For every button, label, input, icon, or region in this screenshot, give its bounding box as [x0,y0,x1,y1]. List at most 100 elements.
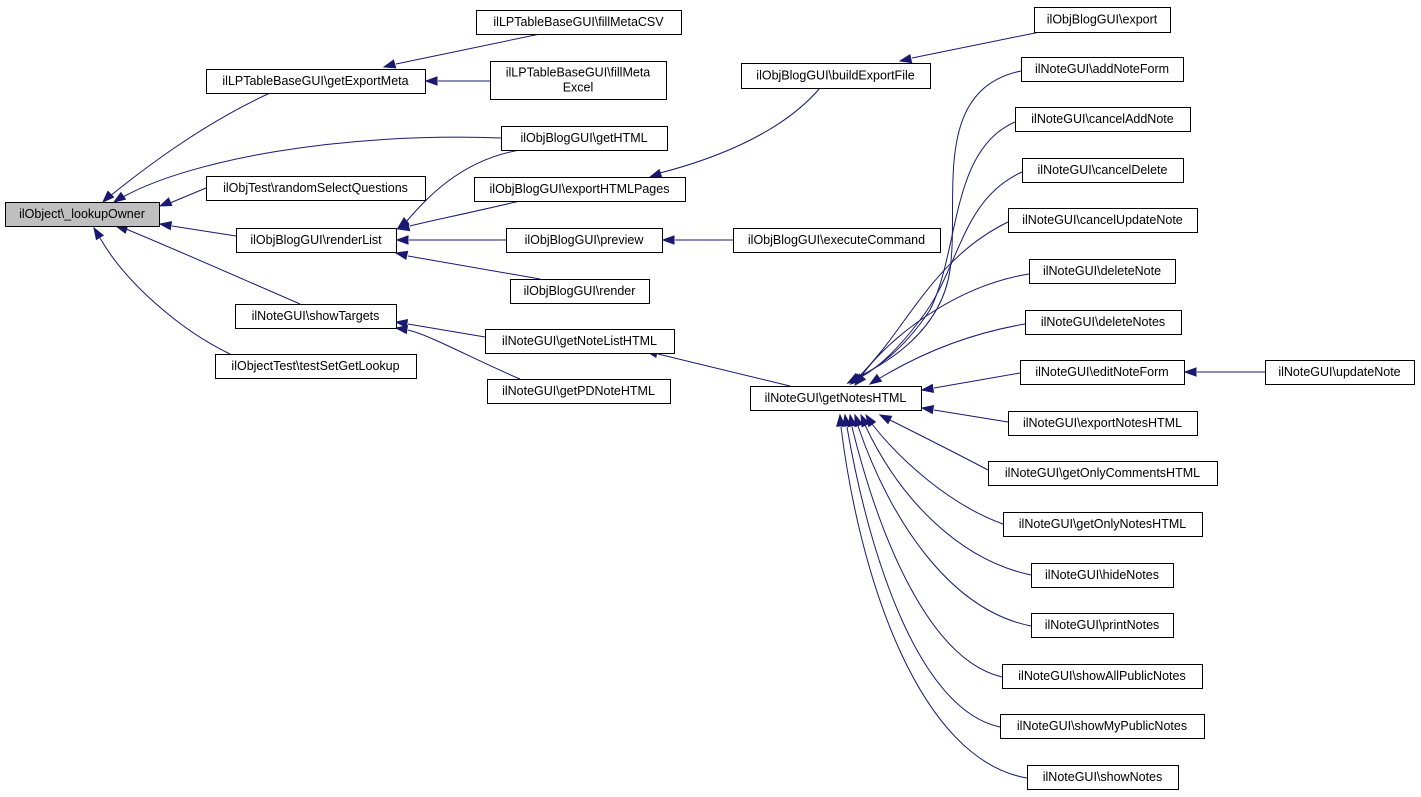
node-label: ilNoteGUI\getNotesHTML [765,391,907,405]
edge-preview-to-render-list [395,235,506,245]
node-box [487,379,671,404]
node-show-targets[interactable]: ilNoteGUI\showTargets [235,304,397,329]
edge-show-notes-to-get-notes-html [836,413,1028,779]
edge-edit-note-form-to-get-notes-html [920,372,1021,394]
arrowhead [854,413,864,428]
node-label: ilNoteGUI\hideNotes [1045,568,1159,582]
edge-line [851,426,1003,678]
arrowhead [648,168,663,178]
node-preview[interactable]: ilObjBlogGUI\preview [506,228,663,253]
node-get-note-list-html[interactable]: ilNoteGUI\getNoteListHTML [485,329,675,354]
node-add-note-form[interactable]: ilNoteGUI\addNoteForm [1021,57,1184,82]
node-build-export-file[interactable]: ilObjBlogGUI\buildExportFile [741,63,931,89]
node-box [501,126,668,151]
node-edit-note-form[interactable]: ilNoteGUI\editNoteForm [1020,360,1185,385]
node-label: ilNoteGUI\cancelUpdateNote [1022,213,1183,227]
arrowhead [836,413,846,427]
edge-line [856,70,1022,379]
node-box [1022,158,1184,183]
node-box [988,461,1218,486]
node-get-only-comments-html[interactable]: ilNoteGUI\getOnlyCommentsHTML [988,461,1218,486]
node-render-list[interactable]: ilObjBlogGUI\renderList [236,228,397,253]
edge-line [171,225,237,237]
node-delete-notes[interactable]: ilNoteGUI\deleteNotes [1025,310,1182,335]
node-export[interactable]: ilObjBlogGUI\export [1034,7,1171,33]
node-label: Excel [563,81,594,95]
node-label: ilObjBlogGUI\render [524,284,636,298]
edge-line [889,419,989,471]
edge-line [659,87,821,174]
edge-random-select-to-lookup-owner [158,187,207,207]
node-hide-notes[interactable]: ilNoteGUI\hideNotes [1031,563,1174,588]
node-label: ilNoteGUI\updateNote [1278,365,1400,379]
edge-cancel-delete-to-get-notes-html [846,171,1023,384]
node-box [476,10,682,35]
node-delete-note[interactable]: ilNoteGUI\deleteNote [1029,259,1176,284]
arrowhead [661,235,675,245]
edge-line [857,425,1032,627]
edge-fill-meta-excel-to-get-export-meta [424,76,490,86]
edge-export-to-build-export-file [898,31,1041,64]
node-box [1025,310,1182,335]
edge-line [109,92,271,197]
node-box [1031,563,1174,588]
node-get-html[interactable]: ilObjBlogGUI\getHTML [501,126,668,151]
edge-line [856,171,1023,380]
node-box [1265,360,1415,385]
node-label: ilNoteGUI\showNotes [1043,770,1163,784]
arrowhead [394,324,409,335]
node-show-notes[interactable]: ilNoteGUI\showNotes [1027,765,1179,790]
node-fill-meta-csv[interactable]: ilLPTableBaseGUI\fillMetaCSV [476,10,682,35]
edge-fill-meta-csv-to-get-export-meta [382,33,541,69]
node-box [1020,360,1185,385]
node-show-all-public-notes[interactable]: ilNoteGUI\showAllPublicNotes [1002,664,1203,689]
edge-execute-command-to-preview [661,235,733,245]
node-get-notes-html[interactable]: ilNoteGUI\getNotesHTML [750,386,922,411]
edge-update-note-to-edit-note-form [1183,367,1265,377]
node-cancel-add-note[interactable]: ilNoteGUI\cancelAddNote [1015,107,1191,132]
node-box [5,202,160,227]
node-label: ilObjBlogGUI\export [1047,13,1158,27]
node-box [1002,664,1203,689]
arrowhead [394,318,409,329]
node-label: ilNoteGUI\getNoteListHTML [502,334,657,348]
edge-get-export-meta-to-lookup-owner [101,92,271,204]
node-print-notes[interactable]: ilNoteGUI\printNotes [1031,613,1174,638]
node-get-export-meta[interactable]: ilLPTableBaseGUI\getExportMeta [206,69,426,94]
node-box [1008,208,1198,233]
node-box [235,304,397,329]
node-lookup-owner[interactable]: ilObject\_lookupOwner [5,202,160,227]
arrowhead [101,190,115,204]
node-label: ilObjectTest\testSetGetLookup [231,359,399,373]
arrowhead [860,413,871,428]
node-cancel-delete[interactable]: ilNoteGUI\cancelDelete [1022,158,1184,183]
node-test-set-get-lookup[interactable]: ilObjectTest\testSetGetLookup [215,354,417,379]
node-cancel-update-note[interactable]: ilNoteGUI\cancelUpdateNote [1008,208,1198,233]
edge-line [407,255,541,280]
node-box [206,69,426,94]
node-export-notes-html[interactable]: ilNoteGUI\exportNotesHTML [1008,411,1198,436]
edge-render-list-to-lookup-owner [158,221,237,237]
node-update-note[interactable]: ilNoteGUI\updateNote [1265,360,1415,385]
edge-get-pdnote-html-to-show-targets [394,324,521,380]
node-label: ilObjBlogGUI\buildExportFile [756,69,914,83]
node-label: ilObjTest\randomSelectQuestions [223,181,408,195]
node-get-pdnote-html[interactable]: ilNoteGUI\getPDNoteHTML [487,379,671,404]
node-export-htmlpages[interactable]: ilObjBlogGUI\exportHTMLPages [474,177,686,202]
node-random-select[interactable]: ilObjTest\randomSelectQuestions [206,176,426,201]
node-execute-command[interactable]: ilObjBlogGUI\executeCommand [733,228,941,253]
node-render[interactable]: ilObjBlogGUI\render [510,279,650,304]
node-label: ilObjBlogGUI\executeCommand [748,233,925,247]
edge-line [933,372,1021,389]
node-label: ilLPTableBaseGUI\fillMeta [506,66,651,80]
node-get-only-notes-html[interactable]: ilNoteGUI\getOnlyNotesHTML [1003,512,1203,537]
arrowhead [854,373,867,387]
edge-build-export-file-to-export-htmlpages [648,87,821,178]
node-show-my-public-notes[interactable]: ilNoteGUI\showMyPublicNotes [1000,714,1205,739]
edge-line [859,273,1030,379]
edge-line [871,423,1004,525]
node-box [750,386,922,411]
edges-layer [93,31,1265,779]
